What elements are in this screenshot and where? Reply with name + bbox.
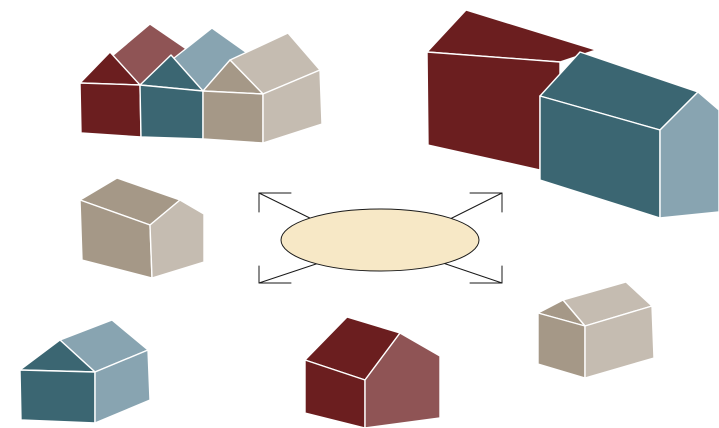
house-taupe-right — [537, 281, 655, 379]
wall-side-taupe — [262, 69, 323, 144]
wall-front-maroon-bottom-center — [304, 359, 366, 428]
wall-side-taupe-right — [584, 305, 655, 379]
wall-front-teal-bottom-left — [19, 369, 96, 424]
wall-front-teal — [139, 84, 204, 140]
arrow-bottom-left — [258, 261, 323, 284]
wall-front-maroon — [79, 82, 142, 138]
hub-ellipse — [280, 208, 480, 272]
long-houses-top-right — [426, 9, 719, 219]
long-house-maroon — [426, 9, 597, 171]
gable-side-teal-long — [659, 91, 719, 219]
row-house-maroon — [79, 23, 189, 138]
gable-side-maroon-bottom-center — [364, 332, 441, 428]
wall-front-taupe — [202, 90, 264, 144]
house-maroon-bottom-center — [304, 316, 441, 428]
arrow-bottom-right — [439, 261, 503, 284]
house-taupe-mid-left — [79, 177, 205, 279]
gable-side-taupe-mid-left — [149, 199, 205, 279]
house-row-top-left — [79, 23, 323, 144]
wall-side-teal-bottom-left — [94, 349, 151, 424]
central-hub — [258, 192, 503, 284]
house-teal-bottom-left — [19, 319, 151, 424]
long-house-teal — [539, 51, 719, 219]
row-house-taupe — [202, 32, 323, 144]
